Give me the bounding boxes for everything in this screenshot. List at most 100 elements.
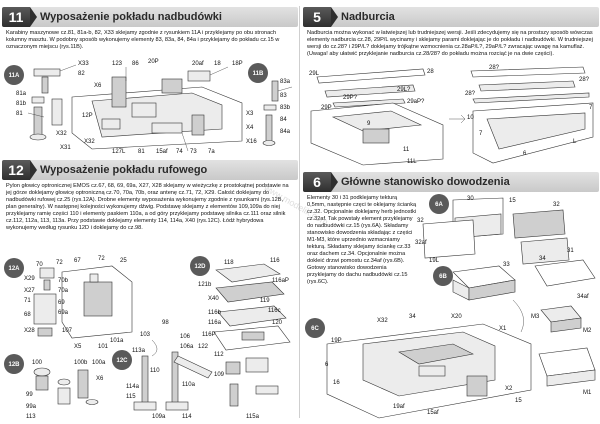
svg-text:18: 18 [214, 61, 221, 67]
svg-text:15af: 15af [427, 410, 439, 416]
svg-text:7: 7 [479, 131, 483, 137]
badge-12c: 12C [112, 350, 132, 370]
svg-text:12D: 12D [194, 264, 206, 270]
svg-text:119: 119 [260, 298, 270, 304]
badge-12a: 12A [4, 258, 24, 278]
right-column: 5 Nadburcia Nadburcia można wykonać w ła… [303, 0, 599, 424]
svg-text:X4: X4 [246, 125, 254, 131]
badge-12b: 12B [4, 354, 24, 374]
section-text: Karabiny maszynowe cz.81, 81a-b, 82, X33… [6, 30, 280, 50]
svg-text:109a: 109a [152, 414, 166, 420]
section-number: 11 [2, 7, 37, 27]
svg-text:82: 82 [78, 71, 85, 77]
svg-text:114a: 114a [126, 384, 140, 390]
section-header: 6 Główne stanowisko dowodzenia [303, 172, 599, 192]
section-title: Wyposażenie pokładu rufowego [40, 164, 208, 176]
svg-text:116c: 116c [268, 308, 281, 314]
svg-text:M3: M3 [531, 314, 540, 320]
bridge-roof [452, 259, 596, 301]
diagram-6: 6A 6B [303, 194, 599, 422]
svg-text:100: 100 [32, 360, 43, 366]
section-title: Wyposażenie pokładu nadbudówki [40, 11, 222, 23]
hybrid-boat [213, 263, 291, 351]
mast-fittings [262, 80, 279, 146]
svg-text:X32: X32 [84, 139, 95, 145]
svg-text:7: 7 [589, 105, 593, 111]
diagram-11: 11A [2, 57, 298, 157]
svg-text:28?: 28? [579, 77, 590, 83]
badge-12d: 12D [190, 256, 210, 276]
hull-section-right [472, 102, 594, 164]
svg-text:121b: 121b [198, 282, 212, 288]
section-6: 6 Główne stanowisko dowodzenia Elementy … [303, 172, 599, 422]
svg-text:113: 113 [26, 414, 36, 420]
section-12: 12 Wyposażenie pokładu rufowego Pylon gł… [2, 160, 298, 422]
svg-text:X33: X33 [78, 61, 89, 67]
part-labels-12: 72 70 67 72 25 X27 X28 70b 70a 71 69 69a… [24, 256, 289, 420]
svg-text:114: 114 [182, 414, 192, 420]
svg-text:X27: X27 [24, 288, 35, 294]
svg-text:71: 71 [24, 298, 31, 304]
svg-text:99: 99 [26, 392, 33, 398]
badge-6b: 6B [433, 266, 453, 286]
svg-text:6: 6 [523, 151, 527, 157]
svg-text:106: 106 [180, 334, 191, 340]
badge-11a: 11A [4, 65, 24, 85]
arrow-6 [512, 299, 524, 333]
section-11: 11 Wyposażenie pokładu nadbudówki Karabi… [2, 7, 298, 157]
svg-text:32: 32 [417, 218, 424, 224]
svg-text:29P: 29P [321, 105, 332, 111]
svg-text:123: 123 [112, 61, 123, 67]
svg-text:84: 84 [280, 117, 287, 123]
section-text: Pylon głowicy optronicznej EMOS cz.67, 6… [6, 183, 289, 231]
svg-text:34af: 34af [577, 294, 589, 300]
svg-text:72: 72 [56, 260, 63, 266]
svg-text:X32: X32 [56, 131, 67, 137]
svg-text:100a: 100a [92, 360, 106, 366]
crane-assembly [133, 351, 279, 411]
svg-text:X16: X16 [246, 139, 257, 145]
svg-text:120: 120 [272, 320, 283, 326]
svg-text:101: 101 [98, 344, 109, 350]
svg-text:18P: 18P [232, 61, 243, 67]
svg-text:118: 118 [224, 260, 234, 266]
svg-text:19P: 19P [331, 338, 342, 344]
svg-text:99a: 99a [26, 404, 37, 410]
svg-text:34: 34 [539, 256, 546, 262]
bridge-assembly [326, 323, 532, 419]
svg-text:6A: 6A [435, 202, 443, 208]
part-labels-6: 30 15 32 32 32af 31 19L 33 34 34af M3 M2… [325, 196, 592, 416]
svg-text:110: 110 [150, 368, 160, 374]
svg-text:20P: 20P [148, 59, 159, 65]
svg-text:X40: X40 [208, 296, 219, 302]
svg-text:X6: X6 [94, 83, 102, 89]
badge-6a: 6A [429, 194, 449, 214]
left-column: 11 Wyposażenie pokładu nadbudówki Karabi… [2, 0, 298, 424]
svg-text:98: 98 [162, 320, 169, 326]
svg-text:11B: 11B [253, 71, 264, 77]
svg-text:127L: 127L [112, 149, 126, 155]
svg-text:12C: 12C [116, 358, 128, 364]
svg-text:X2: X2 [505, 386, 513, 392]
bridge-walls [422, 197, 570, 265]
badge-6c: 6C [305, 318, 325, 338]
svg-text:7a: 7a [208, 149, 215, 155]
svg-text:19L: 19L [429, 258, 440, 264]
section-number: 12 [2, 160, 37, 180]
section-5: 5 Nadburcia Nadburcia można wykonać w ła… [303, 7, 599, 167]
svg-text:69: 69 [58, 300, 65, 306]
svg-text:112: 112 [214, 352, 224, 358]
svg-text:20af: 20af [192, 61, 204, 67]
section-text: Nadburcia można wykonać w łatwiejszej lu… [307, 30, 593, 57]
svg-text:16: 16 [333, 380, 340, 386]
svg-text:69a: 69a [58, 310, 69, 316]
svg-text:122: 122 [198, 344, 209, 350]
section-number: 6 [303, 172, 338, 192]
bulwark-strips-left [316, 68, 426, 108]
svg-text:12A: 12A [8, 266, 20, 272]
svg-text:116b: 116b [208, 310, 222, 316]
svg-text:113a: 113a [132, 348, 146, 354]
optronic-pylon [33, 265, 133, 339]
svg-text:116aP: 116aP [272, 278, 289, 284]
hull-section-left [310, 102, 444, 166]
